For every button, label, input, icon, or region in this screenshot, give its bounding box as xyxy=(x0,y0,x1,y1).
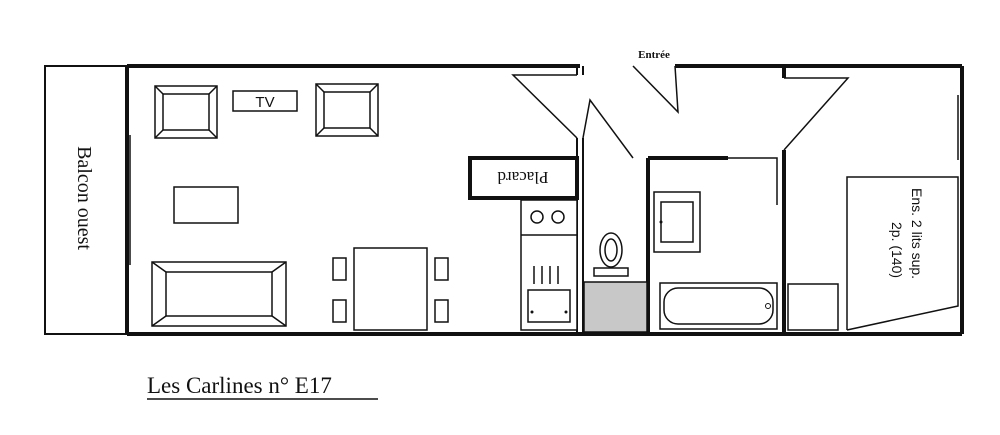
chair xyxy=(434,299,449,323)
hob-burner xyxy=(530,210,544,224)
tv-unit: TV xyxy=(232,90,298,112)
wc-floor xyxy=(583,281,648,333)
beds-line1: Ens. 2 lits sup. xyxy=(909,188,925,279)
plan-caption: Les Carlines n° E17 xyxy=(147,373,332,398)
armchair-left xyxy=(154,85,218,139)
bathroom xyxy=(653,191,778,330)
balcony: Balcon ouest xyxy=(44,65,128,335)
balcony-label: Balcon ouest xyxy=(73,146,95,250)
kitchenette xyxy=(520,199,578,331)
chair xyxy=(434,257,449,281)
coffee-table xyxy=(173,186,239,224)
toilet-bowl xyxy=(599,232,623,268)
chair xyxy=(332,299,347,323)
wc-door-swing xyxy=(582,98,634,159)
entrance: Entrée xyxy=(632,49,679,114)
sleeping-area: Ens. 2 lits sup. 2p. (140) xyxy=(787,176,959,331)
sink xyxy=(527,289,571,323)
hob-burner xyxy=(551,210,565,224)
sofa xyxy=(151,261,287,327)
nightstand xyxy=(787,283,839,331)
dining-set xyxy=(332,247,449,331)
door-swings xyxy=(511,74,850,205)
toilet-tank xyxy=(593,267,629,277)
entrance-label: Entrée xyxy=(638,49,670,61)
chair xyxy=(332,257,347,281)
caption: Les Carlines n° E17 xyxy=(147,373,378,400)
wc xyxy=(583,232,648,333)
entry-door-swing xyxy=(632,65,679,114)
outer-walls xyxy=(125,64,964,336)
bedroom-door-swing xyxy=(783,77,850,151)
tv-label: TV xyxy=(255,94,274,111)
closet-label: Placard xyxy=(497,168,548,187)
armchair-right xyxy=(315,83,379,137)
kitchen-door-swing xyxy=(511,74,578,139)
beds-line2: 2p. (140) xyxy=(889,222,905,278)
bath-door-swing xyxy=(728,157,778,205)
bed-outline xyxy=(846,176,959,331)
closet xyxy=(468,156,579,200)
dining-table xyxy=(353,247,428,331)
